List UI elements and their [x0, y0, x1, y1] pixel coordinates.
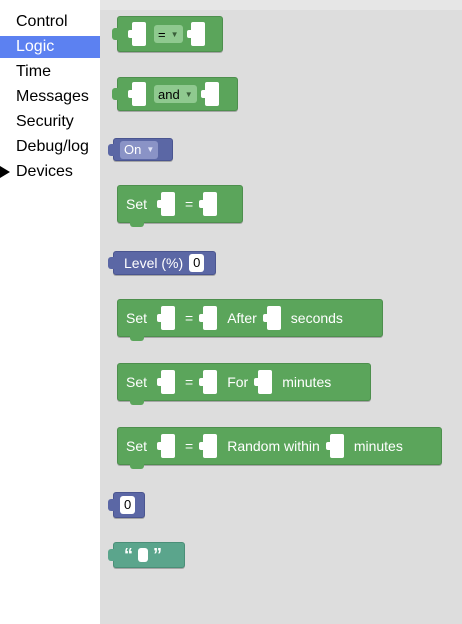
category-security[interactable]: Security — [16, 113, 74, 130]
set-value-input[interactable] — [199, 434, 218, 458]
delay-input[interactable] — [262, 306, 281, 330]
duration-input[interactable] — [254, 370, 273, 394]
number-value-field[interactable]: 0 — [120, 496, 136, 514]
category-time[interactable]: Time — [16, 63, 51, 80]
equals-label: = — [185, 310, 194, 326]
output-connector — [108, 143, 116, 156]
after-label: After — [227, 310, 257, 326]
set-label: Set — [126, 196, 148, 212]
level-block[interactable]: Level (%) 0 — [108, 251, 216, 275]
set-device-input[interactable] — [157, 434, 176, 458]
value-input-a[interactable] — [128, 82, 146, 106]
text-value-field[interactable] — [138, 548, 148, 562]
random-range-input[interactable] — [325, 434, 344, 458]
expand-arrow-icon — [0, 166, 10, 178]
logic-operation-block[interactable]: and▼ — [112, 77, 238, 111]
set-after-block[interactable]: Set = After seconds — [117, 299, 383, 341]
next-connector — [130, 335, 144, 341]
next-connector — [130, 399, 144, 405]
compare-operator-dropdown[interactable]: =▼ — [154, 25, 183, 43]
for-label: For — [227, 374, 249, 390]
set-label: Set — [126, 310, 148, 326]
set-block[interactable]: Set = — [117, 185, 243, 227]
dropdown-caret-icon: ▼ — [184, 89, 193, 99]
dropdown-caret-icon: ▼ — [170, 29, 179, 39]
output-connector — [108, 549, 116, 561]
category-control[interactable]: Control — [16, 13, 68, 30]
flyout-header — [100, 0, 462, 10]
category-logic[interactable]: Logic — [0, 36, 100, 58]
value-input-b[interactable] — [200, 82, 219, 106]
boolean-block[interactable]: On▼ — [108, 138, 173, 161]
equals-label: = — [185, 374, 194, 390]
set-device-input[interactable] — [157, 370, 176, 394]
quote-open-icon: “ — [124, 544, 133, 565]
output-connector — [108, 499, 116, 511]
set-random-block[interactable]: Set = Random within minutes — [117, 427, 442, 469]
set-for-block[interactable]: Set = For minutes — [117, 363, 371, 405]
next-connector — [130, 221, 144, 227]
set-label: Set — [126, 438, 148, 454]
dropdown-caret-icon: ▼ — [146, 145, 155, 154]
equals-label: = — [185, 196, 194, 212]
set-value-input[interactable] — [199, 306, 218, 330]
minutes-label: minutes — [282, 374, 332, 390]
category-devices[interactable]: Devices — [0, 161, 100, 183]
text-block[interactable]: “ ” — [108, 542, 185, 568]
set-device-input[interactable] — [157, 192, 176, 216]
level-value-field[interactable]: 0 — [189, 254, 205, 272]
boolean-dropdown[interactable]: On▼ — [120, 140, 159, 159]
random-within-label: Random within — [227, 438, 320, 454]
category-debug-log[interactable]: Debug/log — [16, 138, 89, 155]
set-value-input[interactable] — [199, 370, 218, 394]
level-label: Level (%) — [124, 255, 184, 271]
set-value-input[interactable] — [199, 192, 218, 216]
seconds-label: seconds — [290, 310, 343, 326]
set-device-input[interactable] — [157, 306, 176, 330]
compare-block[interactable]: =▼ — [112, 16, 223, 52]
output-connector — [108, 257, 116, 269]
number-block[interactable]: 0 — [108, 492, 145, 518]
value-input-b[interactable] — [186, 22, 205, 46]
output-connector — [112, 88, 120, 100]
category-messages[interactable]: Messages — [16, 88, 89, 105]
quote-close-icon: ” — [153, 544, 162, 565]
logic-operator-dropdown[interactable]: and▼ — [154, 85, 197, 103]
value-input-a[interactable] — [128, 22, 146, 46]
output-connector — [112, 28, 120, 40]
category-sidebar: Control Logic Time Messages Security Deb… — [0, 0, 100, 624]
minutes-label: minutes — [353, 438, 403, 454]
set-label: Set — [126, 374, 148, 390]
next-connector — [130, 463, 144, 469]
equals-label: = — [185, 438, 194, 454]
